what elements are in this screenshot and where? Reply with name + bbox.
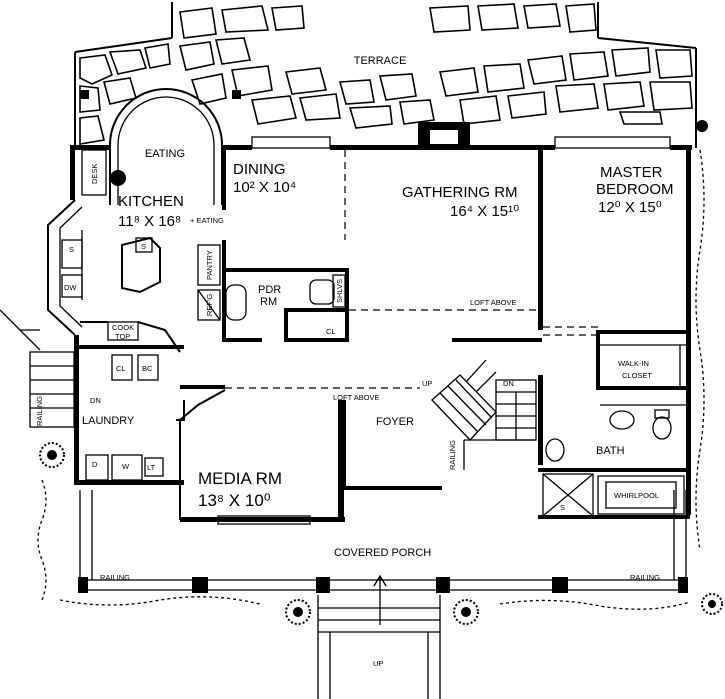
foyer-railing-label: RAILING	[448, 440, 457, 470]
walkin-label-line2: CLOSET	[622, 371, 652, 380]
front-steps-up-label: UP	[373, 659, 383, 668]
svg-text:BC: BC	[142, 364, 153, 373]
kitchen-label: KITCHEN	[118, 193, 184, 210]
media-label: MEDIA RM	[198, 469, 282, 488]
shrub-symbol	[39, 120, 723, 625]
west-entry-stairs	[0, 309, 75, 428]
gathering-room-walls	[349, 150, 543, 342]
post	[232, 90, 241, 99]
media-dimensions: 13⁸ X 10⁰	[198, 491, 271, 510]
master-bedroom-walls	[543, 326, 688, 336]
svg-text:PANTRY: PANTRY	[205, 250, 214, 280]
bath-fixtures: S	[538, 375, 690, 519]
post	[80, 90, 89, 99]
bath-label: BATH	[596, 445, 625, 457]
west-dn-label: DN	[90, 396, 101, 405]
walk-in-closet	[596, 330, 686, 390]
dining-label: DINING	[233, 161, 286, 178]
svg-text:SHLVS: SHLVS	[335, 279, 344, 303]
svg-text:COOK: COOK	[112, 323, 134, 332]
up-arrow-icon	[373, 574, 387, 625]
kitchen-fixtures: DESK S DW S COOK TOP PANTRY REF'G	[61, 149, 221, 353]
porch-label: COVERED PORCH	[334, 547, 431, 559]
porch-railing-right: RAILING	[630, 573, 660, 582]
walkin-label-line1: WALK-IN	[618, 359, 649, 368]
west-railing-label: RAILING	[35, 396, 44, 426]
terrace-label: TERRACE	[354, 55, 407, 67]
master-dimensions: 12⁰ X 15⁰	[598, 199, 662, 216]
svg-text:CL: CL	[116, 364, 126, 373]
pdr-label-line1: PDR	[258, 284, 281, 296]
dining-walls	[222, 150, 346, 340]
exterior-walls	[47, 122, 692, 591]
dining-dimensions: 10² X 10⁴	[233, 179, 296, 196]
master-label-line1: MASTER	[600, 164, 663, 181]
svg-text:LT: LT	[147, 463, 156, 472]
porch-railing-left: RAILING	[100, 573, 130, 582]
whirlpool-label: WHIRLPOOL	[614, 491, 659, 500]
svg-text:CL: CL	[326, 327, 336, 336]
laundry-label: LAUNDRY	[82, 415, 135, 427]
terrace-stone-pattern	[74, 2, 697, 148]
svg-text:DESK: DESK	[90, 164, 99, 184]
loft-above-label-1: LOFT ABOVE	[470, 298, 517, 307]
porch-posts	[78, 577, 688, 593]
svg-text:S: S	[560, 503, 565, 512]
stair-up-label: UP	[422, 379, 432, 388]
eating-bay	[109, 88, 223, 205]
svg-text:DW: DW	[64, 283, 77, 292]
loft-above-label-2: LOFT ABOVE	[333, 393, 380, 402]
kitchen-dimensions: 11⁸ X 16⁸	[118, 213, 181, 230]
media-room-walls	[179, 389, 345, 525]
pdr-label-line2: RM	[260, 296, 277, 308]
stair-dn-label: DN	[503, 379, 514, 388]
eating-label: EATING	[145, 148, 185, 160]
svg-text:S: S	[141, 242, 146, 251]
front-steps	[317, 595, 441, 699]
gathering-label: GATHERING RM	[402, 184, 518, 201]
svg-text:S: S	[69, 245, 74, 254]
svg-text:D: D	[92, 460, 98, 469]
powder-room: SHLVS CL	[222, 268, 349, 342]
svg-text:TOP: TOP	[115, 332, 130, 341]
svg-text:W: W	[122, 462, 130, 471]
master-label-line2: BEDROOM	[596, 181, 674, 198]
kitchen-note: + EATING	[190, 216, 224, 225]
laundry-area: CL BC D W LT	[74, 345, 185, 481]
foyer-label: FOYER	[376, 416, 414, 428]
hedge-pattern	[37, 149, 705, 610]
stairs	[431, 359, 537, 470]
gathering-dimensions: 16⁴ X 15¹⁰	[450, 203, 519, 220]
